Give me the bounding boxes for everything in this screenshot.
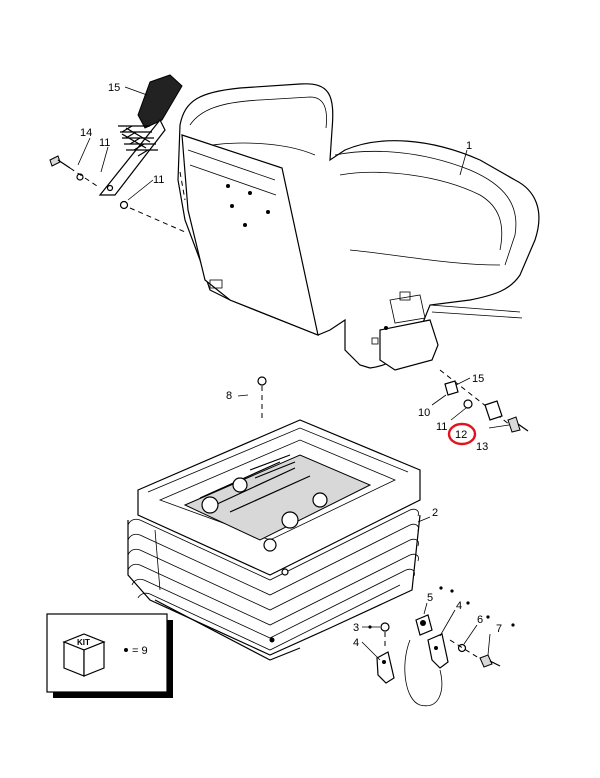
callout-8: 8 <box>226 390 232 402</box>
callout-10: 10 <box>418 407 430 419</box>
suspension-base <box>127 419 421 661</box>
callout-5: 5 <box>427 592 433 604</box>
right-hardware <box>439 369 529 433</box>
upper-left-hardware <box>49 155 186 233</box>
callout-13: 13 <box>476 441 488 453</box>
callout-11-upper-b: 11 <box>153 174 164 186</box>
callout-15-lower: 15 <box>472 373 484 385</box>
highlight-circle <box>447 422 477 446</box>
kit-box-icon: KIT <box>62 633 106 677</box>
callout-11-lower: 11 <box>436 421 447 433</box>
callout-14: 14 <box>80 127 92 139</box>
callout-labels: 15 14 11 11 1 8 15 10 11 12 13 2 3 4 5 4… <box>80 82 502 649</box>
kit-bullet-icon <box>124 648 128 652</box>
callout-12: 12 <box>455 429 467 441</box>
seat-cushion-assembly <box>177 83 540 371</box>
callout-4-left: 4 <box>353 637 359 649</box>
kit-equation: = 9 <box>132 645 148 657</box>
armrest-upper <box>98 74 183 196</box>
nut-8 <box>257 376 267 420</box>
leader-lines <box>77 86 510 661</box>
armrest-spring <box>118 125 158 157</box>
callout-6: 6 <box>477 614 483 626</box>
callout-3: 3 <box>353 622 359 634</box>
lower-right-parts <box>368 586 515 707</box>
callout-4-right: 4 <box>456 600 462 612</box>
callout-2: 2 <box>432 507 438 519</box>
callout-1: 1 <box>466 140 472 152</box>
kit-legend: KIT = 9 <box>46 613 173 698</box>
callout-15-upper: 15 <box>108 82 120 94</box>
callout-7: 7 <box>496 623 502 635</box>
callout-11-upper-a: 11 <box>99 137 110 149</box>
kit-box-label: KIT <box>77 638 90 647</box>
